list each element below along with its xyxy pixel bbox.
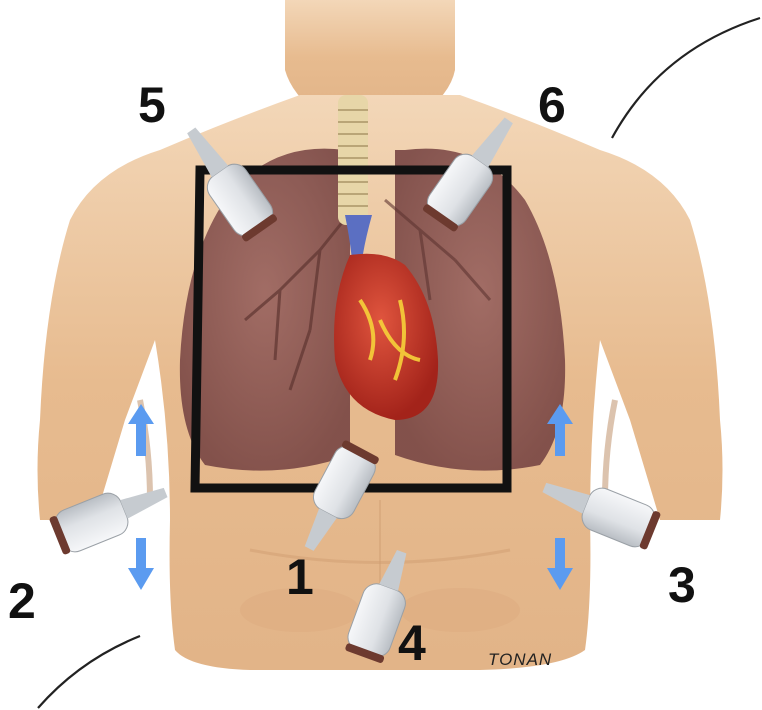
- decorative-arc-top-right: [612, 18, 760, 138]
- decorative-arc-bottom-left: [38, 636, 140, 708]
- probe-label-3: 3: [668, 560, 696, 610]
- artist-signature: TONAN: [488, 651, 552, 668]
- probe-label-1: 1: [286, 552, 314, 602]
- probe-label-4: 4: [398, 618, 426, 668]
- probe-label-2: 2: [8, 576, 36, 626]
- probe-label-6: 6: [538, 80, 566, 130]
- probe-label-5: 5: [138, 80, 166, 130]
